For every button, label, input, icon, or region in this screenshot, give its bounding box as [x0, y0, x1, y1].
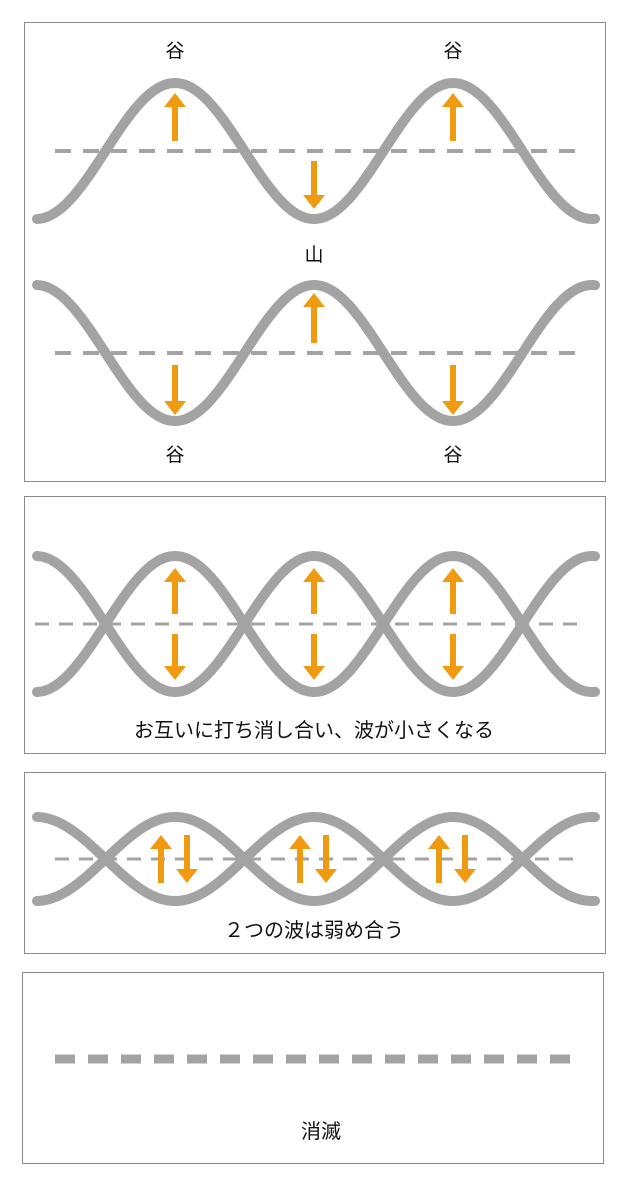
annihilation-caption: 消滅 — [301, 1119, 341, 1143]
upper-wave — [32, 77, 600, 224]
opposite-phase-panel: 谷 谷 山 谷 谷 — [24, 22, 606, 482]
cancellation-diagram: お互いに打ち消し合い、波が小さくなる — [32, 550, 600, 742]
bottom-wave-label-right: 谷 — [443, 444, 462, 466]
up-arrow — [164, 568, 186, 614]
cancellation-panel: お互いに打ち消し合い、波が小さくなる — [24, 496, 606, 754]
wave-a — [32, 550, 600, 697]
wave-b — [32, 551, 600, 698]
down-arrow — [442, 634, 464, 680]
top-wave-label-left: 谷 — [165, 40, 184, 62]
down-arrow — [315, 835, 337, 883]
down-arrow — [442, 365, 464, 415]
down-arrow — [164, 365, 186, 415]
up-arrow — [289, 835, 311, 883]
bottom-wave-label-left: 谷 — [165, 444, 184, 466]
top-wave-label-right: 谷 — [443, 40, 462, 62]
up-arrow — [442, 568, 464, 614]
up-arrow — [303, 568, 325, 614]
wave-a — [32, 812, 600, 906]
weakening-caption: ２つの波は弱め合う — [224, 918, 404, 942]
down-arrow — [454, 835, 476, 883]
up-arrow — [303, 293, 325, 343]
weakening-panel: ２つの波は弱め合う — [24, 772, 606, 954]
up-arrow — [164, 93, 186, 141]
down-arrow — [303, 634, 325, 680]
annihilation-diagram: 消滅 — [55, 1054, 575, 1143]
weakening-diagram: ２つの波は弱め合う — [32, 812, 600, 942]
down-arrow — [176, 835, 198, 883]
wave-b — [32, 812, 600, 906]
annihilation-panel: 消滅 — [22, 972, 604, 1164]
down-arrow — [303, 161, 325, 209]
up-arrow — [150, 835, 172, 883]
up-arrow — [442, 93, 464, 141]
down-arrow — [164, 634, 186, 680]
opposite-phase-diagram: 谷 谷 山 谷 谷 — [32, 40, 600, 466]
cancellation-caption: お互いに打ち消し合い、波が小さくなる — [134, 718, 494, 742]
middle-label: 山 — [304, 244, 323, 266]
up-arrow — [428, 835, 450, 883]
lower-wave — [32, 280, 600, 427]
